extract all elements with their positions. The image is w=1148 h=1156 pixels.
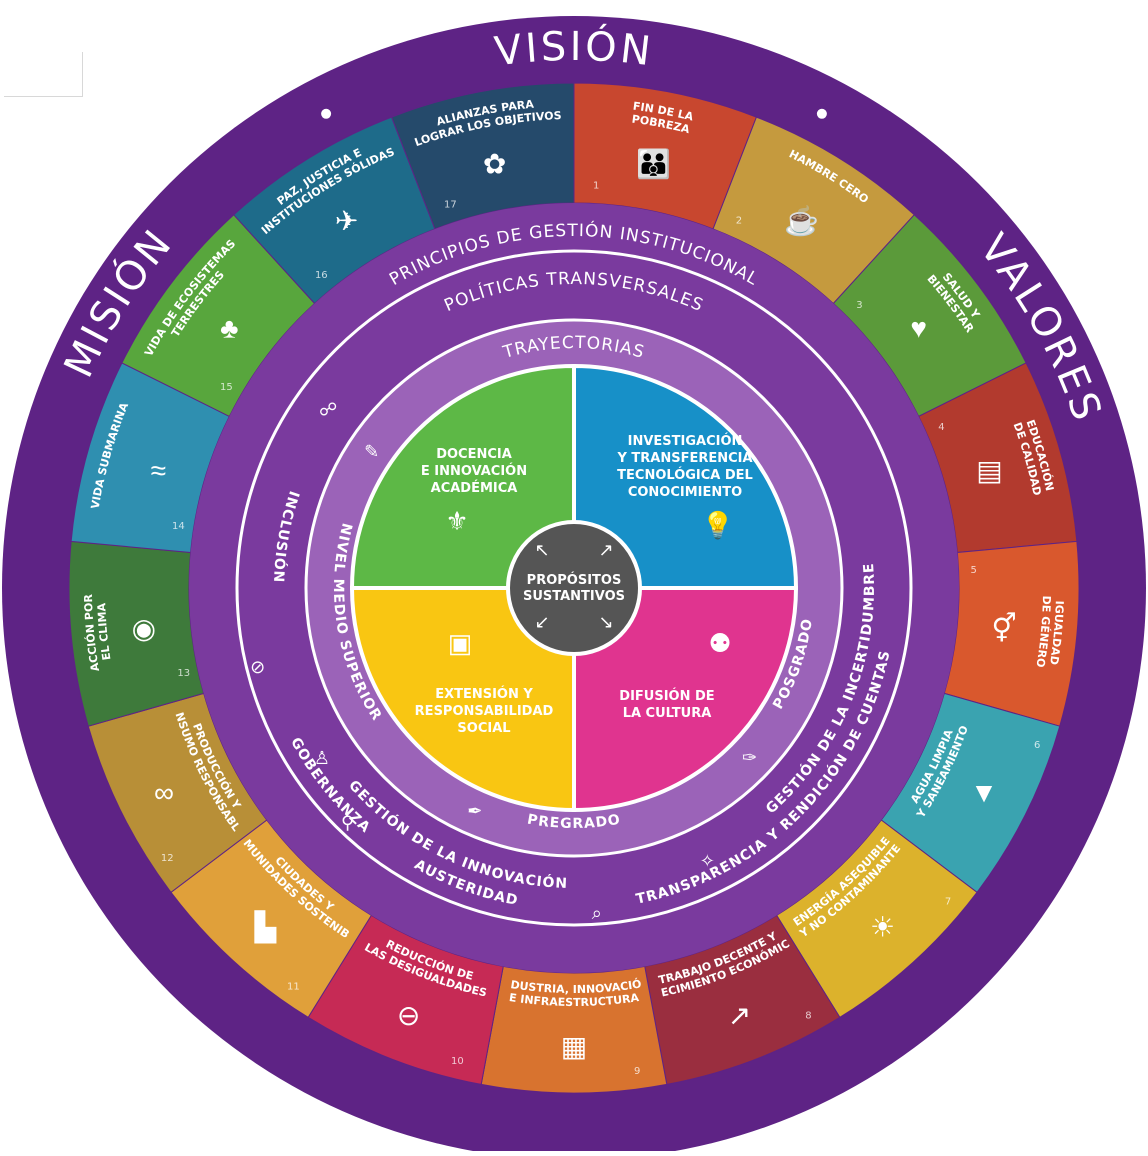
quadrant-1: INVESTIGACIÓN Y TRANSFERENCIATECNOLÓGICA …	[572, 363, 799, 590]
bowl-icon: ☕	[784, 204, 819, 238]
quadrant-label-line: E INNOVACIÓN	[421, 463, 527, 479]
quadrant-label-line: INVESTIGACIÓN	[628, 433, 743, 449]
sdg-number: 2	[736, 216, 742, 227]
governance-icon: ⊘	[250, 657, 265, 677]
award-icon: ⚜	[445, 506, 468, 536]
quadrant-label-line: Y TRANSFERENCIA	[616, 451, 752, 466]
lightbulb-spark-icon: ✧	[700, 851, 715, 871]
center-circle	[506, 520, 642, 656]
sdg-number: 7	[945, 897, 951, 908]
quadrant-label-line: TECNOLÓGICA DEL	[617, 467, 753, 483]
corner-frame	[4, 52, 83, 97]
sdg-number: 5	[971, 565, 977, 576]
lightbulb-icon: 💡	[702, 510, 734, 540]
separator-dot	[321, 108, 332, 119]
audience-icon: ⚉	[708, 628, 731, 658]
gender-icon: ⚥	[992, 612, 1017, 644]
sdg-number: 1	[593, 181, 599, 192]
city-icon: ▙	[254, 909, 277, 943]
trayectoria-2: PREGRADO	[526, 812, 622, 833]
bicycle-icon: ⚲	[341, 813, 354, 833]
sdg-label-9: E INFRAESTRUCTURA	[508, 991, 640, 1009]
quadrant-label-line: ACADÉMICA	[431, 480, 518, 496]
people-icon: 👪	[636, 147, 671, 180]
pencil-icon: ✎	[364, 442, 379, 462]
quadrant-label-line: DIFUSIÓN DE	[619, 688, 714, 704]
quadrant-label-line: LA CULTURA	[623, 706, 712, 721]
center-label-line2: SUSTANTIVOS	[523, 589, 625, 604]
cubes-icon: ▦	[561, 1031, 587, 1062]
sdg-number: 15	[220, 382, 233, 393]
sdg-number: 6	[1034, 740, 1040, 751]
nib-icon: ✑	[742, 747, 757, 767]
quadrant-label-line: DOCENCIA	[436, 447, 512, 462]
equality-icon: ⊖	[397, 1000, 420, 1031]
sdg-number: 11	[287, 982, 300, 993]
vision-label: VISIÓN	[492, 22, 656, 76]
quadrant-label-line: SOCIAL	[457, 721, 510, 736]
sdg-number: 14	[172, 521, 185, 532]
outward-arrow-icon: ↖	[534, 540, 549, 560]
sdg-number: 10	[451, 1056, 464, 1067]
sdg-number: 4	[938, 422, 944, 433]
sdg-number: 8	[805, 1010, 811, 1021]
quadrant-3: DIFUSIÓN DE LA CULTURA ⚉	[572, 586, 799, 813]
book-icon: ▤	[976, 455, 1002, 486]
outward-arrow-icon: ↘	[598, 612, 613, 632]
person-icon: ♙	[314, 748, 330, 768]
outward-arrow-icon: ↗	[598, 540, 613, 560]
sdg-number: 3	[856, 300, 862, 311]
heartbeat-icon: ♥	[910, 313, 927, 344]
pen-icon: ✒	[467, 801, 482, 821]
inclusion-icon: ☍	[319, 399, 337, 419]
growth-chart-icon: ↗	[728, 1000, 751, 1031]
outward-arrow-icon: ↙	[534, 612, 549, 632]
sun-icon: ☀	[870, 911, 895, 942]
quadrant-label-line: RESPONSABILIDAD	[415, 704, 554, 719]
sdg-number: 16	[315, 270, 328, 281]
infinity-icon: ∞	[154, 777, 174, 808]
magnifier-icon: ⌕	[592, 903, 602, 923]
flower-icon: ✿	[483, 148, 506, 179]
tree-icon: ♣	[220, 313, 238, 344]
sdg-number: 17	[444, 200, 457, 211]
separator-dot	[816, 108, 827, 119]
document-icon: ▣	[448, 628, 473, 658]
quadrant-label-line: CONOCIMIENTO	[628, 485, 742, 500]
water-drop-icon: ▼	[970, 777, 998, 808]
quadrant-2: EXTENSIÓN Y RESPONSABILIDAD SOCIAL ▣	[349, 586, 576, 813]
quadrant-label-line: EXTENSIÓN Y	[435, 686, 533, 702]
sdg-number: 9	[634, 1066, 640, 1077]
sdg-number: 12	[161, 853, 174, 864]
sdg-number: 13	[177, 668, 190, 679]
fish-icon: ≈	[151, 455, 166, 486]
center-label-line1: PROPÓSITOS	[527, 572, 622, 588]
eye-globe-icon: ◉	[132, 613, 156, 644]
dove-icon: ✈	[335, 206, 358, 237]
